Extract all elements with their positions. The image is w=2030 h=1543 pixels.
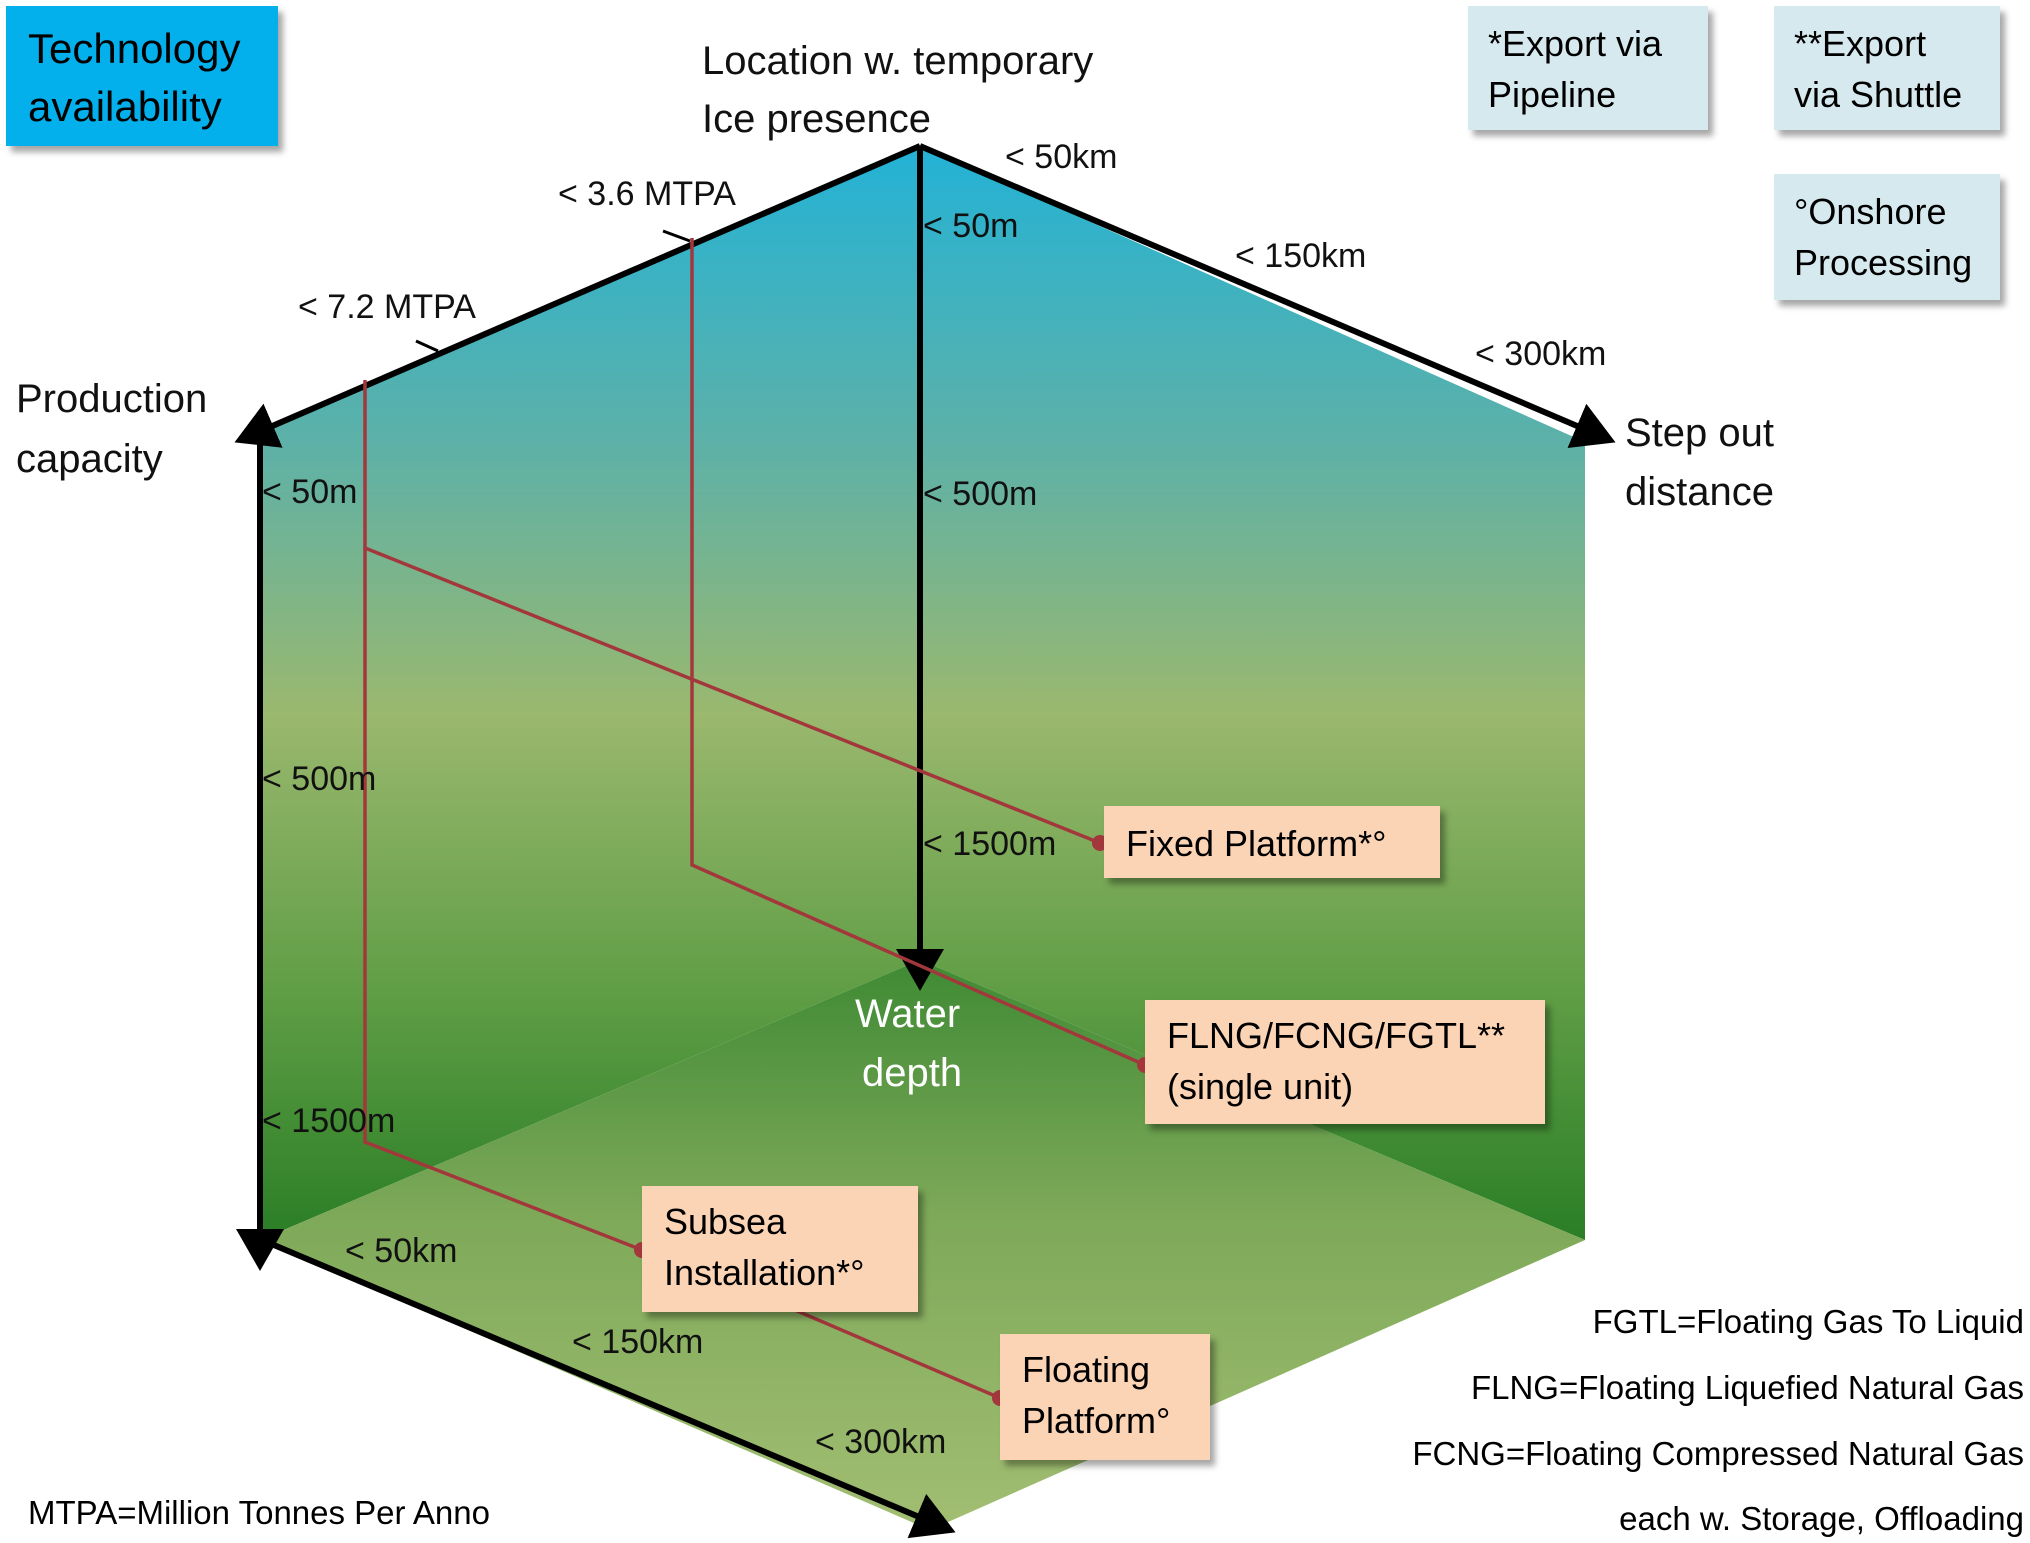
connector-flng (690, 238, 1146, 1067)
legend-shuttle-line-1: **Export (1794, 23, 1927, 64)
legend-onshore-processing: °Onshore Processing (1774, 174, 2000, 300)
title-line-1: Technology (28, 25, 241, 72)
legend-shuttle-line-2: via Shuttle (1794, 74, 1963, 116)
location-axis-title: Location w. temporary (702, 39, 1093, 83)
footnote-flng: FLNG=Floating Liquefied Natural Gas (1470, 1369, 2024, 1406)
tick-bottom-150km: < 150km (572, 1323, 703, 1361)
tech-floating-line-2: Platform° (1022, 1400, 1171, 1442)
tick-left-1500m: < 1500m (262, 1102, 395, 1140)
bottom-distance-axis (260, 1237, 956, 1539)
tech-floating-line-1: Floating (1022, 1349, 1151, 1390)
step-out-axis-title-2: distance (1625, 470, 1774, 514)
tick-capacity-72: < 7.2 MTPA (298, 288, 476, 326)
legend-export-shuttle: **Export via Shuttle (1774, 6, 2000, 130)
legend-onshore-line-1: °Onshore (1794, 191, 1947, 232)
tick-center-1500m: < 1500m (923, 825, 1056, 863)
tick-bottom-50km: < 50km (345, 1232, 457, 1270)
tick-left-50m: < 50m (262, 473, 357, 511)
tech-floating-platform: Floating Platform° (1000, 1334, 1210, 1460)
tech-flng: FLNG/FCNG/FGTL** (single unit) (1145, 1000, 1545, 1124)
footnote-mtpa: MTPA=Million Tonnes Per Anno (28, 1494, 490, 1531)
tick-top-300km: < 300km (1475, 335, 1606, 373)
right-wall (920, 146, 1585, 1240)
production-capacity-axis (234, 143, 922, 448)
tick-center-500m: < 500m (923, 475, 1037, 513)
title-line-2: availability (28, 82, 222, 130)
tick-mark-72 (415, 339, 439, 353)
tick-capacity-36: < 3.6 MTPA (558, 175, 736, 213)
water-depth-title: Water (855, 992, 960, 1036)
legend-pipeline-line-2: Pipeline (1488, 74, 1617, 116)
production-axis-title: Production (16, 377, 207, 421)
footnote-fgtl: FGTL=Floating Gas To Liquid (1592, 1303, 2024, 1340)
tick-left-500m: < 500m (262, 760, 376, 798)
legend-pipeline-line-1: *Export via (1488, 23, 1663, 64)
tech-fixed-platform-label: Fixed Platform*° (1126, 823, 1387, 864)
tech-subsea-line-1: Subsea (664, 1201, 787, 1242)
tick-bottom-300km: < 300km (815, 1423, 946, 1461)
tick-center-50m: < 50m (923, 207, 1018, 245)
tech-flng-line-1: FLNG/FCNG/FGTL** (1167, 1015, 1506, 1056)
tech-flng-line-2: (single unit) (1167, 1066, 1354, 1108)
tech-subsea-line-2: Installation*° (664, 1252, 865, 1294)
tick-mark-36 (662, 229, 691, 243)
title-box: Technology availability (6, 6, 278, 146)
connector-subsea (363, 548, 643, 1252)
connector-floating (794, 1308, 1001, 1400)
tech-fixed-platform: Fixed Platform*° (1104, 806, 1440, 878)
left-wall (260, 146, 920, 1240)
tick-top-150km: < 150km (1235, 237, 1366, 275)
location-axis-title-2: Ice presence (702, 97, 931, 141)
water-depth-title-2: depth (862, 1051, 962, 1095)
tech-subsea: Subsea Installation*° (642, 1186, 918, 1312)
step-out-axis-title: Step out (1625, 411, 1774, 455)
footnote-fcng: FCNG=Floating Compressed Natural Gas (1412, 1435, 2024, 1472)
footnote-storage: each w. Storage, Offloading (1619, 1500, 2024, 1537)
legend-onshore-line-2: Processing (1794, 242, 1973, 284)
step-out-distance-axis (918, 143, 1616, 448)
connector-lines (363, 238, 1146, 1400)
production-axis-title-2: capacity (16, 437, 163, 481)
legend-export-pipeline: *Export via Pipeline (1468, 6, 1708, 130)
tick-top-50km: < 50km (1005, 138, 1117, 176)
